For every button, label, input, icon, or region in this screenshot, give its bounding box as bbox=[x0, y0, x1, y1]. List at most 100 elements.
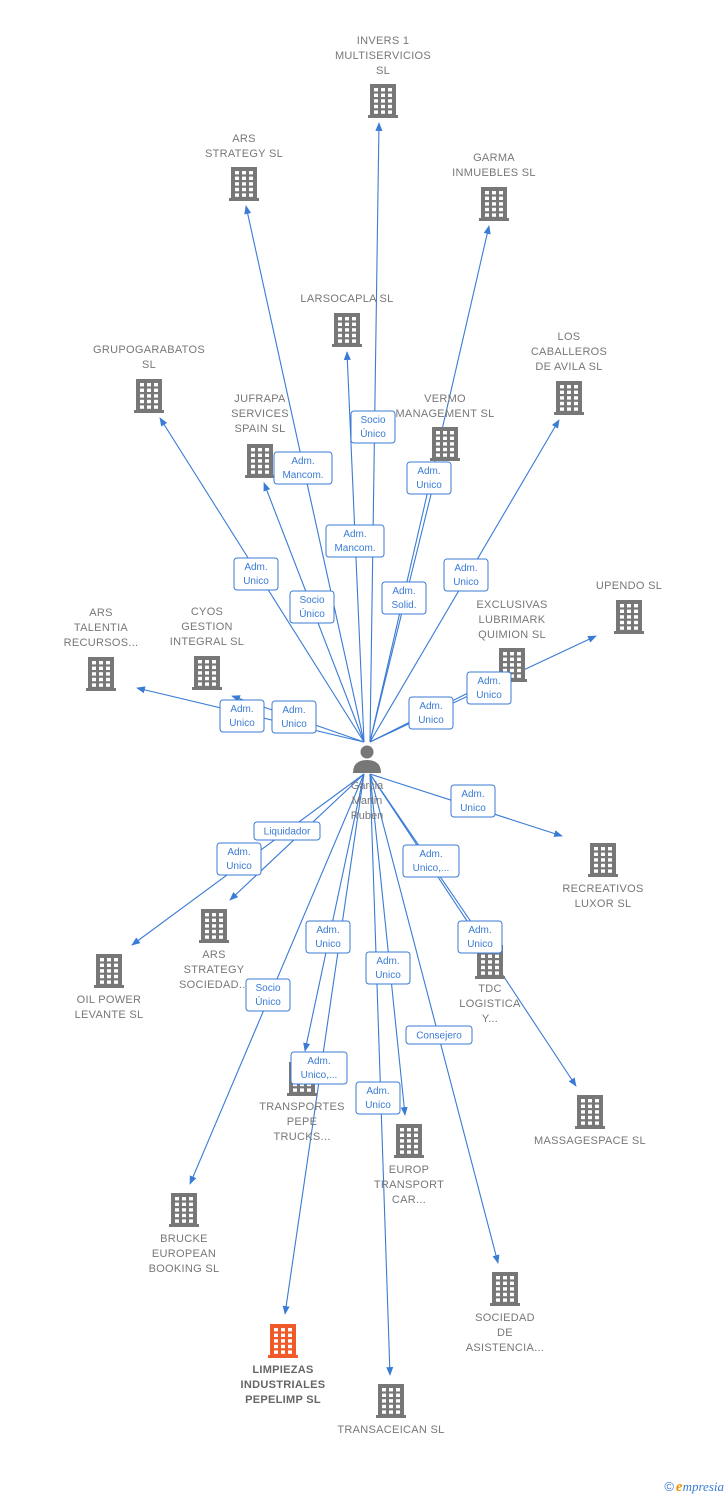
relation-label-limpiezas[interactable]: Adm.Unico,... bbox=[290, 1051, 348, 1085]
company-label[interactable]: RECURSOS... bbox=[64, 637, 139, 649]
building-icon[interactable] bbox=[497, 648, 527, 682]
building-icon[interactable] bbox=[94, 954, 124, 988]
relation-label-ars_strategy_soc[interactable]: Liquidador bbox=[253, 821, 321, 841]
company-node-massagespace[interactable]: MASSAGESPACE SL bbox=[534, 1095, 646, 1147]
company-node-recreativos[interactable]: RECREATIVOS LUXOR SL bbox=[562, 843, 643, 910]
relation-label-larsocapla[interactable]: Adm.Mancom. bbox=[325, 524, 385, 558]
company-label[interactable]: BOOKING SL bbox=[149, 1263, 220, 1275]
company-label[interactable]: SPAIN SL bbox=[234, 423, 285, 435]
company-node-cyos[interactable]: CYOS GESTION INTEGRAL SL bbox=[170, 606, 244, 690]
relation-label-vermo[interactable]: Adm.Solid. bbox=[381, 581, 427, 615]
relation-label-tdc[interactable]: Adm.Unico,... bbox=[402, 844, 460, 878]
company-label[interactable]: RECREATIVOS bbox=[562, 883, 643, 895]
company-label[interactable]: EUROP bbox=[389, 1164, 430, 1176]
building-icon[interactable] bbox=[614, 600, 644, 634]
company-label[interactable]: LUBRIMARK bbox=[479, 614, 546, 626]
building-icon[interactable] bbox=[229, 167, 259, 201]
relation-label-massagespace[interactable]: Adm.Unico bbox=[457, 920, 503, 954]
building-icon[interactable] bbox=[192, 656, 222, 690]
company-label[interactable]: MASSAGESPACE SL bbox=[534, 1135, 646, 1147]
company-label[interactable]: EUROPEAN bbox=[152, 1248, 216, 1260]
relation-label-ars_talentia[interactable]: Adm.Unico bbox=[219, 699, 265, 733]
company-node-ars_strategy_sl[interactable]: ARS STRATEGY SL bbox=[205, 133, 283, 201]
building-icon[interactable] bbox=[575, 1095, 605, 1129]
company-label[interactable]: INDUSTRIALES bbox=[241, 1379, 326, 1391]
relation-label-recreativos[interactable]: Adm.Unico bbox=[450, 784, 496, 818]
company-label[interactable]: ARS bbox=[89, 607, 113, 619]
company-label[interactable]: INVERS 1 bbox=[357, 35, 410, 47]
company-node-europ[interactable]: EUROP TRANSPORT CAR... bbox=[374, 1124, 444, 1206]
company-label[interactable]: UPENDO SL bbox=[596, 580, 662, 592]
company-label[interactable]: INMUEBLES SL bbox=[452, 167, 536, 179]
relation-label-sociedad[interactable]: Consejero bbox=[405, 1025, 473, 1045]
company-label[interactable]: GRUPOGARABATOS bbox=[93, 344, 205, 356]
company-label[interactable]: VERMO bbox=[424, 393, 466, 405]
person-name-line[interactable]: Martin bbox=[352, 795, 383, 807]
company-label[interactable]: TRANSPORTES bbox=[259, 1101, 345, 1113]
relation-label-transaceican[interactable]: Adm.Unico bbox=[355, 1081, 401, 1115]
company-node-grupogarabatos[interactable]: GRUPOGARABATOS SL bbox=[93, 344, 205, 413]
building-icon[interactable] bbox=[134, 379, 164, 413]
company-label[interactable]: MULTISERVICIOS bbox=[335, 50, 431, 62]
company-node-transaceican[interactable]: TRANSACEICAN SL bbox=[337, 1384, 444, 1436]
company-label[interactable]: LOGISTICA bbox=[459, 998, 521, 1010]
company-node-garma[interactable]: GARMA INMUEBLES SL bbox=[452, 152, 536, 221]
company-label[interactable]: SL bbox=[142, 359, 156, 371]
company-label[interactable]: LUXOR SL bbox=[575, 898, 632, 910]
building-icon[interactable] bbox=[86, 657, 116, 691]
company-label[interactable]: ARS bbox=[232, 133, 256, 145]
company-label[interactable]: TRANSPORT bbox=[374, 1179, 444, 1191]
company-node-invers[interactable]: INVERS 1 MULTISERVICIOS SL bbox=[335, 35, 431, 118]
company-node-sociedad[interactable]: SOCIEDADDEASISTENCIA... bbox=[466, 1272, 544, 1354]
building-icon[interactable] bbox=[490, 1272, 520, 1306]
relation-label-transportes[interactable]: Adm.Unico bbox=[305, 920, 351, 954]
company-label[interactable]: LIMPIEZAS bbox=[252, 1364, 313, 1376]
relation-label-caballeros[interactable]: Adm.Unico bbox=[443, 558, 489, 592]
relation-label-ars_strategy_sl[interactable]: Adm.Mancom. bbox=[273, 451, 333, 485]
company-node-limpiezas[interactable]: LIMPIEZAS INDUSTRIALES PEPELIMP SL bbox=[241, 1324, 326, 1406]
company-label[interactable]: TDC bbox=[478, 983, 502, 995]
building-icon[interactable] bbox=[394, 1124, 424, 1158]
company-label[interactable]: STRATEGY bbox=[184, 964, 245, 976]
relation-label-grupogarabatos[interactable]: Adm.Unico bbox=[233, 557, 279, 591]
building-icon[interactable] bbox=[332, 313, 362, 347]
company-label[interactable]: CYOS bbox=[191, 606, 223, 618]
company-label[interactable]: SL bbox=[376, 65, 390, 77]
building-icon[interactable] bbox=[368, 84, 398, 118]
company-label[interactable]: TALENTIA bbox=[74, 622, 129, 634]
relation-label-cyos[interactable]: Adm.Unico bbox=[271, 700, 317, 734]
company-node-ars_talentia[interactable]: ARS TALENTIA RECURSOS... bbox=[64, 607, 139, 691]
company-node-tdc[interactable]: TDCLOGISTICAY... bbox=[459, 945, 521, 1025]
relation-label-exclusivas[interactable]: Adm.Unico bbox=[408, 696, 454, 730]
relation-label-garma[interactable]: Adm.Unico bbox=[406, 461, 452, 495]
company-node-larsocapla[interactable]: LARSOCAPLA SL bbox=[300, 293, 393, 347]
company-label[interactable]: INTEGRAL SL bbox=[170, 636, 244, 648]
building-icon[interactable] bbox=[169, 1193, 199, 1227]
building-icon[interactable] bbox=[430, 427, 460, 461]
person-name-line[interactable]: Ruben bbox=[351, 810, 383, 822]
company-label[interactable]: SOCIEDAD... bbox=[179, 979, 249, 991]
company-label[interactable]: PEPELIMP SL bbox=[245, 1394, 321, 1406]
company-label[interactable]: GARMA bbox=[473, 152, 515, 164]
company-label[interactable]: PEPE bbox=[287, 1116, 318, 1128]
company-label[interactable]: GESTION bbox=[181, 621, 233, 633]
company-node-ars_strategy_soc[interactable]: ARSSTRATEGYSOCIEDAD... bbox=[179, 909, 249, 991]
company-label[interactable]: LOS bbox=[558, 331, 581, 343]
company-label[interactable]: CAR... bbox=[392, 1194, 426, 1206]
company-label[interactable]: LEVANTE SL bbox=[75, 1009, 144, 1021]
building-icon[interactable] bbox=[588, 843, 618, 877]
building-icon[interactable] bbox=[199, 909, 229, 943]
company-label[interactable]: ASISTENCIA... bbox=[466, 1342, 544, 1354]
relation-label-oil_power[interactable]: Adm.Unico bbox=[216, 842, 262, 876]
company-label[interactable]: SERVICES bbox=[231, 408, 289, 420]
company-label[interactable]: LARSOCAPLA SL bbox=[300, 293, 393, 305]
company-label[interactable]: STRATEGY SL bbox=[205, 148, 283, 160]
company-label[interactable]: DE AVILA SL bbox=[535, 361, 602, 373]
